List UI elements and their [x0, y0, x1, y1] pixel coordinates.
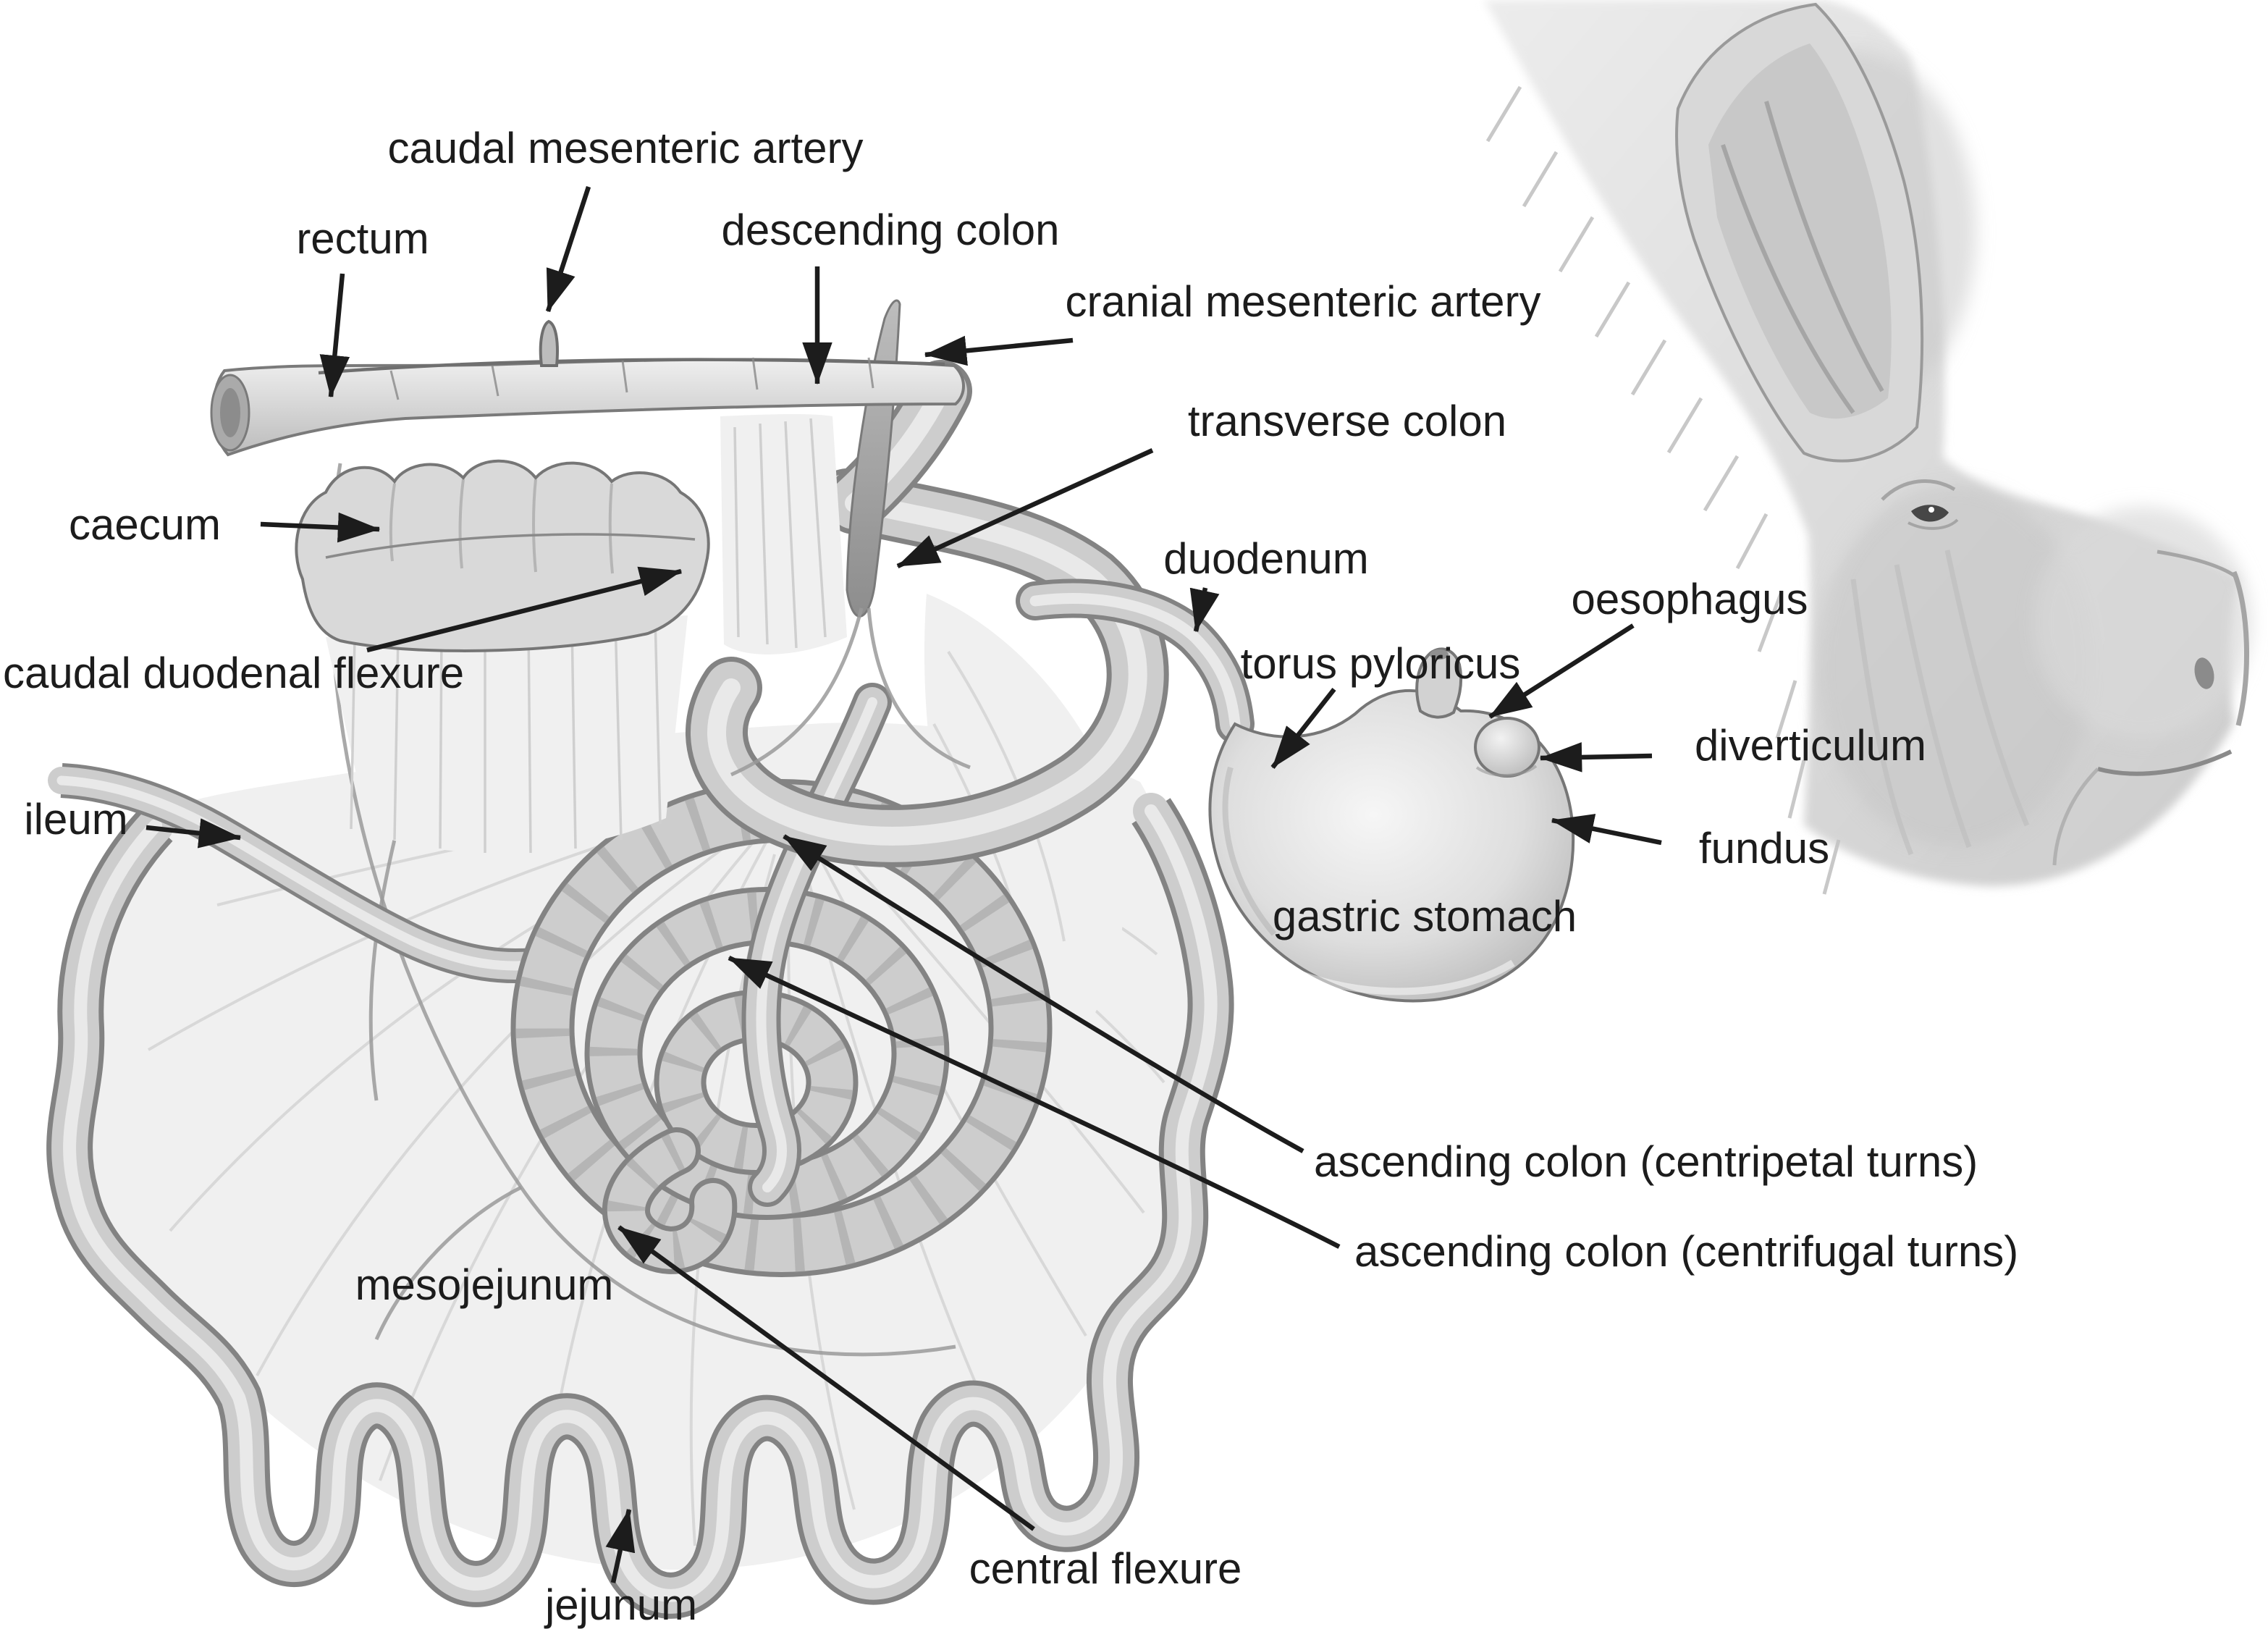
label-caecum: caecum	[69, 500, 221, 549]
oesophagus-shape	[1415, 647, 1463, 719]
label-diverticulum: diverticulum	[1695, 721, 1926, 770]
leader-duodenum	[1189, 587, 1220, 633]
leader-central-flexure	[617, 1225, 1035, 1531]
leader-lines	[146, 185, 1662, 1583]
label-caudal-mesenteric-artery: caudal mesenteric artery	[388, 124, 864, 172]
label-descending-colon: descending colon	[721, 206, 1059, 254]
label-cranial-mesenteric-artery: cranial mesenteric artery	[1066, 277, 1541, 326]
leader-torus-pyloricus	[1270, 687, 1336, 770]
caudal-mesenteric-artery-stub	[539, 319, 559, 367]
label-mesojejunum: mesojejunum	[355, 1260, 614, 1309]
pig-head-illustration	[1484, 0, 2251, 895]
leader-fundus	[1551, 814, 1662, 846]
caecum-shape	[295, 459, 710, 854]
label-caudal-duodenal-flexure: caudal duodenal flexure	[3, 649, 464, 697]
leader-jejunum	[605, 1508, 636, 1583]
label-jejunum: jejunum	[544, 1580, 697, 1629]
leader-caudal-mesenteric-artery	[545, 185, 591, 313]
label-ascending-colon-centrifugal: ascending colon (centrifugal turns)	[1354, 1227, 2018, 1276]
leader-oesophagus	[1488, 623, 1635, 719]
diverticulum-shape	[1474, 717, 1540, 778]
label-transverse-colon: transverse colon	[1188, 397, 1506, 445]
label-ascending-colon-centripetal: ascending colon (centripetal turns)	[1314, 1137, 1978, 1186]
leader-diverticulum	[1539, 742, 1653, 773]
label-ileum: ileum	[24, 795, 127, 843]
label-rectum: rectum	[296, 214, 429, 263]
artery-along-colon	[318, 358, 945, 375]
labels: caudal mesenteric artery rectum descendi…	[3, 124, 2018, 1629]
label-fundus: fundus	[1699, 824, 1829, 872]
pig-jowl-folds	[1850, 550, 2030, 856]
leader-caecum	[260, 512, 381, 543]
pig-fur-strokes	[1485, 85, 1841, 895]
leader-cranial-mesenteric-artery	[924, 335, 1074, 366]
gastric-stomach-shape	[1208, 647, 1575, 1003]
pig-eye	[1881, 479, 1959, 530]
pig-snout	[2157, 550, 2249, 726]
label-torus-pyloricus: torus pyloricus	[1241, 639, 1521, 688]
pig-mouth	[2097, 749, 2233, 776]
leader-ileum	[146, 818, 242, 849]
label-central-flexure: central flexure	[969, 1544, 1242, 1593]
label-oesophagus: oesophagus	[1572, 575, 1808, 623]
leader-caudal-duodenal-flexure	[366, 566, 683, 653]
label-gastric-stomach: gastric stomach	[1273, 892, 1577, 940]
leader-ascending-colon-centrifugal	[728, 956, 1341, 1249]
label-duodenum: duodenum	[1163, 534, 1369, 583]
leader-ascending-colon-centripetal	[783, 834, 1304, 1153]
rectum-shape	[210, 319, 965, 457]
leader-rectum	[319, 273, 350, 398]
leader-transverse-colon	[896, 448, 1154, 568]
